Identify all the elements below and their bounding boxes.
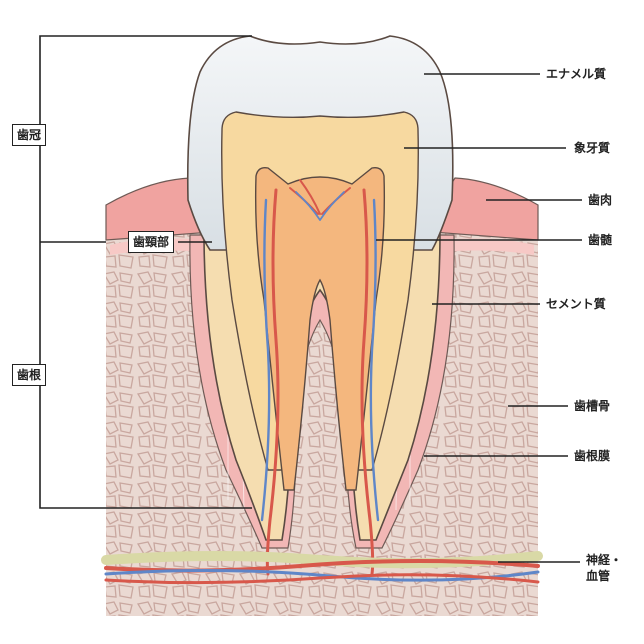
alveolar-bone-label: 歯槽骨: [574, 399, 611, 413]
root-region-label: 歯根: [12, 364, 47, 386]
dentin-label: 象牙質: [574, 141, 611, 155]
crown-region-label: 歯冠: [12, 124, 47, 146]
leader-lines: [376, 73, 582, 563]
nerve-vessel-label: 神経・ 血管: [586, 552, 622, 584]
neck-region-label: 歯頸部: [128, 231, 175, 253]
enamel-label: エナメル質: [546, 67, 607, 81]
cementum-label: セメント質: [546, 297, 606, 311]
nerve-label-line1: 神経・: [586, 553, 623, 567]
pulp-label: 歯髄: [588, 233, 613, 247]
periodontal-ligament-label: 歯根膜: [574, 449, 611, 463]
gum-label: 歯肉: [588, 193, 613, 207]
pulp-vessels: [260, 179, 380, 576]
nerve-vessel-bundle: [101, 551, 543, 585]
nerve-label-line2: 血管: [586, 569, 611, 583]
region-bracket: [39, 35, 252, 509]
